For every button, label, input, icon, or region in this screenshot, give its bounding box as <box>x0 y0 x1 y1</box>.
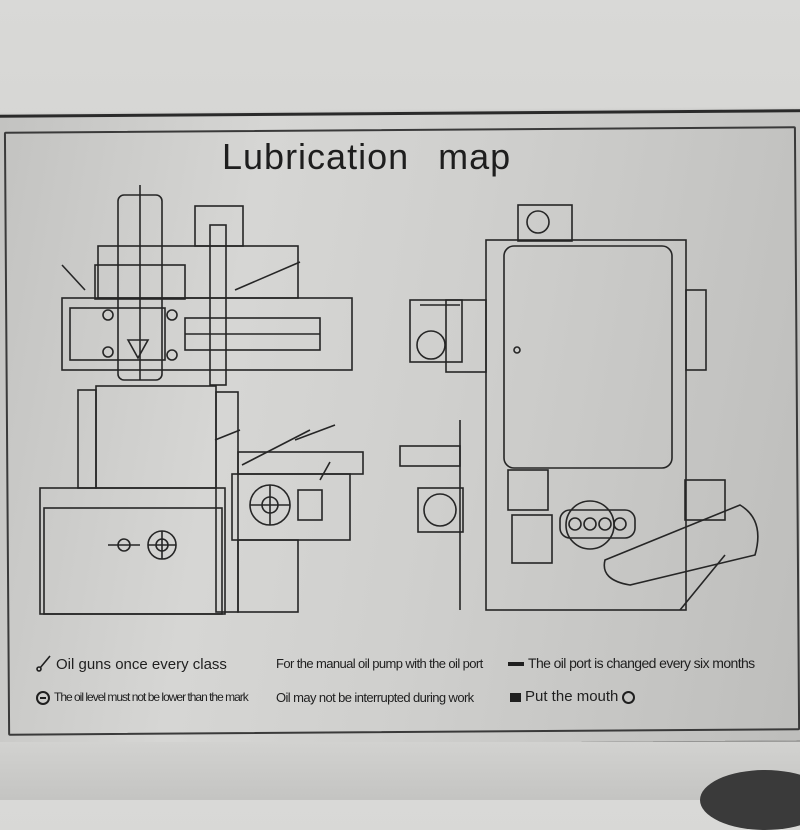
side-view-machine <box>399 204 759 611</box>
legend-manual-pump: For the manual oil pump with the oil por… <box>276 656 483 671</box>
page-title: Lubrication map <box>222 136 512 177</box>
dash-icon <box>508 662 524 667</box>
table <box>237 451 364 475</box>
ring-icon <box>622 690 636 704</box>
legend-put-mouth: Put the mouth <box>510 688 639 705</box>
front-view-machine <box>39 185 364 615</box>
legend-not-interrupted: Oil may not be interrupted during work <box>276 690 474 705</box>
background-surface <box>0 742 800 800</box>
legend-oil-gun: Oil guns once every class <box>36 654 227 676</box>
legend-oil-port-change: The oil port is changed every six months <box>508 655 755 671</box>
oil-port-row <box>568 517 627 531</box>
oil-gun-icon <box>36 654 52 676</box>
machine-drawing <box>39 185 759 615</box>
motor-arm <box>603 504 759 586</box>
minus-circle-icon <box>36 690 50 705</box>
machine-base <box>39 487 226 615</box>
side-body <box>485 239 687 611</box>
side-door <box>503 245 673 469</box>
legend-oil-level: The oil level must not be lower than the… <box>36 690 249 705</box>
square-block-icon <box>510 692 521 702</box>
